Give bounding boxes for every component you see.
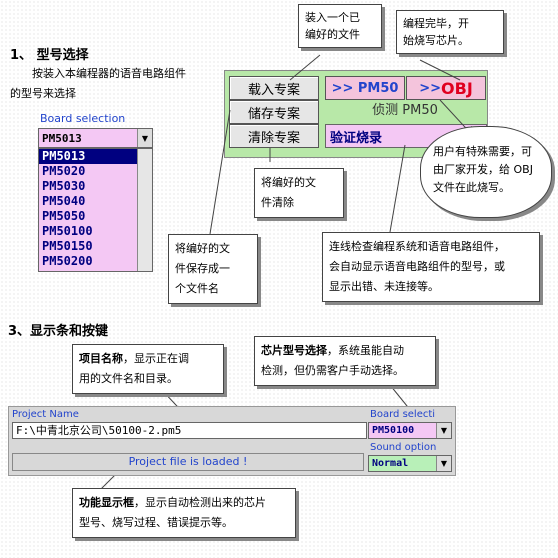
load-project-button[interactable]: 载入专案 — [229, 76, 319, 100]
callout-detect-line1: 连线检查编程系统和语音电路组件， — [329, 240, 505, 253]
callout-chip-bold: 芯片型号选择 — [261, 344, 327, 357]
obj-button[interactable]: >> OBJ — [406, 76, 486, 100]
callout-chip: 芯片型号选择，系统虽能自动 检测，但仍需客户手动选择。 — [254, 336, 436, 386]
board-selection-label-bottom: Board selecti — [370, 409, 436, 420]
callout-detect-line2: 会自动显示语音电路组件的型号，或 — [329, 260, 505, 273]
chevron-down-icon[interactable]: ▼ — [137, 129, 152, 147]
callout-func-rest1: ，显示自动检测出来的芯片 — [134, 496, 266, 509]
chevron-down-icon[interactable]: ▼ — [436, 423, 451, 438]
callout-obj: 用户有特殊需要，可 由厂家开发，给 OBJ 文件在此烧写。 — [420, 126, 552, 218]
callout-chip-line2: 检测，但仍需客户手动选择。 — [261, 364, 404, 377]
board-option[interactable]: PM5030 — [42, 179, 86, 193]
callout-load: 装入一个已 编好的文件 — [298, 4, 382, 48]
obj-button-prefix: >> — [419, 80, 442, 96]
board-selection-label: Board selection — [40, 112, 126, 125]
obj-button-strong: OBJ — [441, 78, 473, 98]
section-1-heading: 1、 型号选择 — [10, 48, 89, 63]
callout-save: 将编好的文 件保存成一 个文件名 — [168, 234, 258, 304]
callout-done-line1: 编程完毕，开 — [403, 17, 469, 30]
callout-project-line2: 用的文件名和目录。 — [79, 372, 178, 385]
board-selection-combo-bottom[interactable]: PM50100 ▼ — [368, 422, 452, 439]
board-option[interactable]: PM5050 — [42, 209, 86, 223]
callout-detect-line3: 显示出错、未连接等。 — [329, 280, 439, 293]
callout-obj-line2: 由厂家开发，给 OBJ — [433, 163, 533, 176]
project-name-label: Project Name — [12, 409, 79, 420]
callout-save-line3: 个文件名 — [175, 282, 219, 295]
callout-clear: 将编好的文 件清除 — [254, 168, 344, 218]
callout-load-line1: 装入一个已 — [305, 11, 360, 24]
callout-clear-line2: 件清除 — [261, 196, 294, 209]
board-option[interactable]: PM5020 — [42, 164, 86, 178]
board-selection-value: PM5013 — [42, 131, 82, 145]
section-1-desc-line1: 按装入本编程器的语音电路组件 — [32, 67, 186, 80]
board-option[interactable]: PM50150 — [42, 239, 93, 253]
callout-project-bold: 项目名称 — [79, 352, 123, 365]
detect-pm50-button[interactable]: 侦测 PM50 — [372, 103, 438, 118]
sound-option-combo[interactable]: Normal ▼ — [368, 455, 452, 472]
callout-done-line2: 始烧写芯片。 — [403, 34, 469, 47]
callout-load-line2: 编好的文件 — [305, 28, 360, 41]
callout-clear-line1: 将编好的文 — [261, 176, 316, 189]
board-option[interactable]: PM50100 — [42, 224, 93, 238]
callout-project-name: 项目名称，显示正在调 用的文件名和目录。 — [72, 344, 224, 394]
callout-func-line2: 型号、烧写过程、错误提示等。 — [79, 516, 233, 529]
board-option[interactable]: PM50200 — [42, 254, 93, 268]
clear-project-button[interactable]: 清除专案 — [229, 124, 319, 148]
project-name-field[interactable]: F:\中青北京公司\50100-2.pm5 — [12, 422, 367, 439]
callout-obj-line1: 用户有特殊需要，可 — [433, 145, 532, 158]
sound-value: Normal — [372, 458, 409, 469]
board-value-bottom: PM50100 — [372, 425, 415, 436]
verify-burn-label: 验证烧录 — [330, 130, 383, 146]
list-scrollbar[interactable] — [137, 149, 152, 271]
section-1-desc-line2: 的型号来选择 — [10, 87, 76, 100]
callout-save-line1: 将编好的文 — [175, 242, 230, 255]
callout-done: 编程完毕，开 始烧写芯片。 — [396, 10, 504, 54]
chevron-down-icon[interactable]: ▼ — [436, 456, 451, 471]
callout-function: 功能显示框，显示自动检测出来的芯片 型号、烧写过程、错误提示等。 — [72, 488, 296, 538]
callout-project-rest1: ，显示正在调 — [123, 352, 189, 365]
save-project-button[interactable]: 储存专案 — [229, 100, 319, 124]
board-option[interactable]: PM5013 — [39, 149, 152, 164]
board-option[interactable]: PM5040 — [42, 194, 86, 208]
callout-func-bold: 功能显示框 — [79, 496, 134, 509]
sound-option-label: Sound option — [370, 442, 437, 453]
section-3-heading: 3、显示条和按键 — [8, 324, 109, 339]
callout-detect: 连线检查编程系统和语音电路组件， 会自动显示语音电路组件的型号，或 显示出错、未… — [322, 232, 540, 302]
callout-save-line2: 件保存成一 — [175, 262, 230, 275]
pm50-button[interactable]: >> PM50 — [325, 76, 405, 100]
status-display: Project file is loaded ! — [12, 453, 364, 471]
board-selection-combo[interactable]: PM5013 ▼ — [38, 128, 153, 148]
callout-obj-line3: 文件在此烧写。 — [433, 181, 510, 194]
callout-chip-rest1: ，系统虽能自动 — [327, 344, 404, 357]
